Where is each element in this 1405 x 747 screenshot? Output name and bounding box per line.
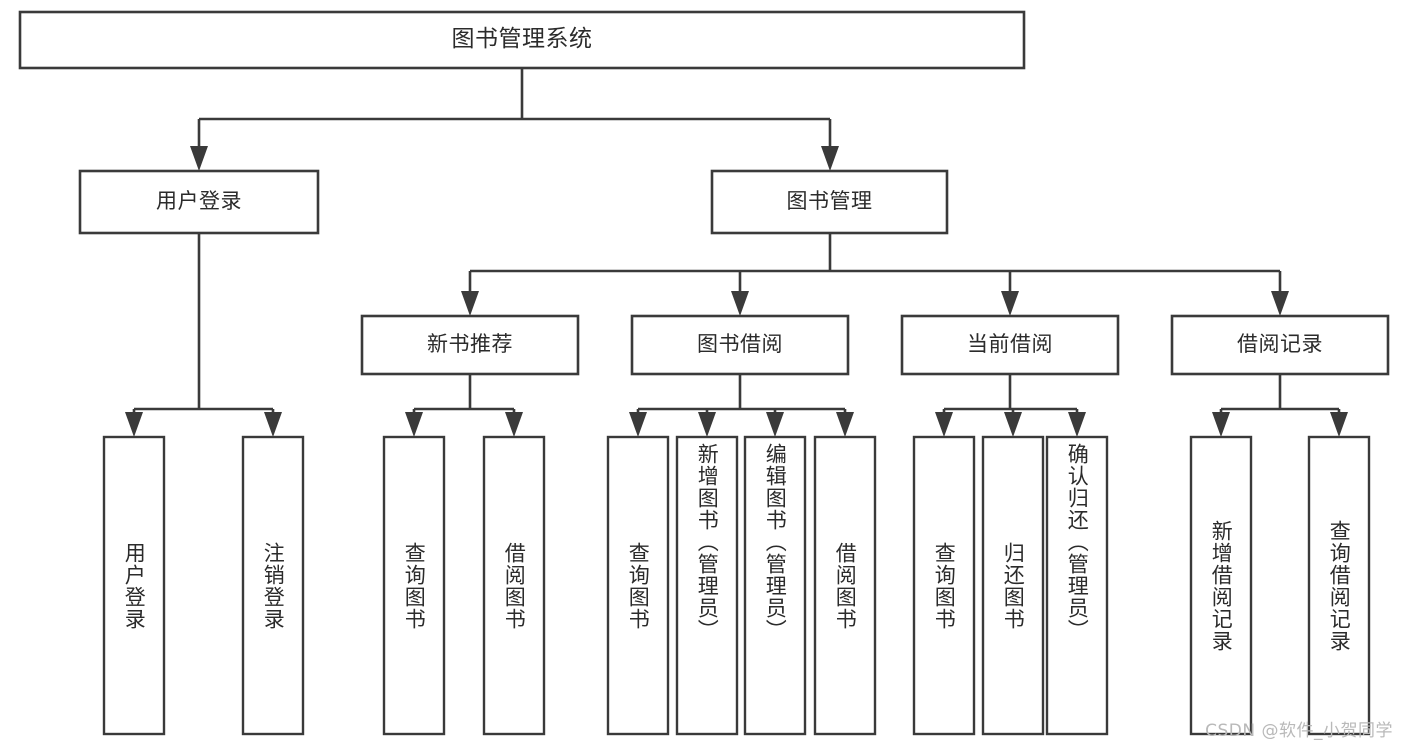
node-box-book-borrow[interactable] <box>630 314 850 376</box>
arrow-to-book-manage <box>821 146 839 171</box>
node-box-user-login[interactable] <box>78 169 320 235</box>
arrow-user-login-leaf-1 <box>125 412 143 437</box>
node-box-book-manage[interactable] <box>710 169 949 235</box>
arrow-to-book-borrow <box>731 291 749 316</box>
arrow-to-current-borrow <box>1001 291 1019 316</box>
leaf-box-book-borrow-2[interactable] <box>743 435 807 736</box>
connectors-book-borrow-to-leaves <box>629 374 854 437</box>
leaf-box-book-borrow-3[interactable] <box>813 435 877 736</box>
leaf-box-current-borrow-0[interactable] <box>912 435 976 736</box>
leaf-box-borrow-record-0[interactable] <box>1189 435 1253 736</box>
connectors-book-manage-to-level3 <box>461 233 1289 316</box>
connectors-new-book-to-leaves <box>405 374 523 437</box>
leaf-box-new-book-0[interactable] <box>382 435 446 736</box>
node-box-root[interactable] <box>18 10 1026 70</box>
connectors-current-borrow-to-leaves <box>935 374 1086 437</box>
leaf-box-book-borrow-1[interactable] <box>675 435 739 736</box>
leaf-box-book-borrow-0[interactable] <box>606 435 670 736</box>
connectors-borrow-record-to-leaves <box>1212 374 1348 437</box>
connectors-root-to-level2 <box>190 68 839 171</box>
leaf-box-new-book-1[interactable] <box>482 435 546 736</box>
arrow-book-borrow-leaf-2 <box>698 412 716 437</box>
arrow-current-borrow-leaf-1 <box>935 412 953 437</box>
arrow-book-borrow-leaf-1 <box>629 412 647 437</box>
leaf-box-user-login-1[interactable] <box>241 435 305 736</box>
arrow-current-borrow-leaf-3 <box>1068 412 1086 437</box>
leaf-box-current-borrow-1[interactable] <box>981 435 1045 736</box>
node-box-current-borrow[interactable] <box>900 314 1120 376</box>
leaf-box-borrow-record-1[interactable] <box>1307 435 1371 736</box>
arrow-to-user-login <box>190 146 208 171</box>
arrow-book-borrow-leaf-3 <box>766 412 784 437</box>
arrow-current-borrow-leaf-2 <box>1004 412 1022 437</box>
connectors-user-login-to-leaves <box>125 233 282 437</box>
leaf-box-user-login-0[interactable] <box>102 435 166 736</box>
arrow-new-book-leaf-2 <box>505 412 523 437</box>
arrow-to-new-book <box>461 291 479 316</box>
node-box-new-book-recommend[interactable] <box>360 314 580 376</box>
arrow-borrow-record-leaf-2 <box>1330 412 1348 437</box>
arrow-borrow-record-leaf-1 <box>1212 412 1230 437</box>
arrow-to-borrow-record <box>1271 291 1289 316</box>
arrow-book-borrow-leaf-4 <box>836 412 854 437</box>
leaf-box-current-borrow-2[interactable] <box>1045 435 1109 736</box>
arrow-new-book-leaf-1 <box>405 412 423 437</box>
arrow-user-login-leaf-2 <box>264 412 282 437</box>
node-box-borrow-record[interactable] <box>1170 314 1390 376</box>
